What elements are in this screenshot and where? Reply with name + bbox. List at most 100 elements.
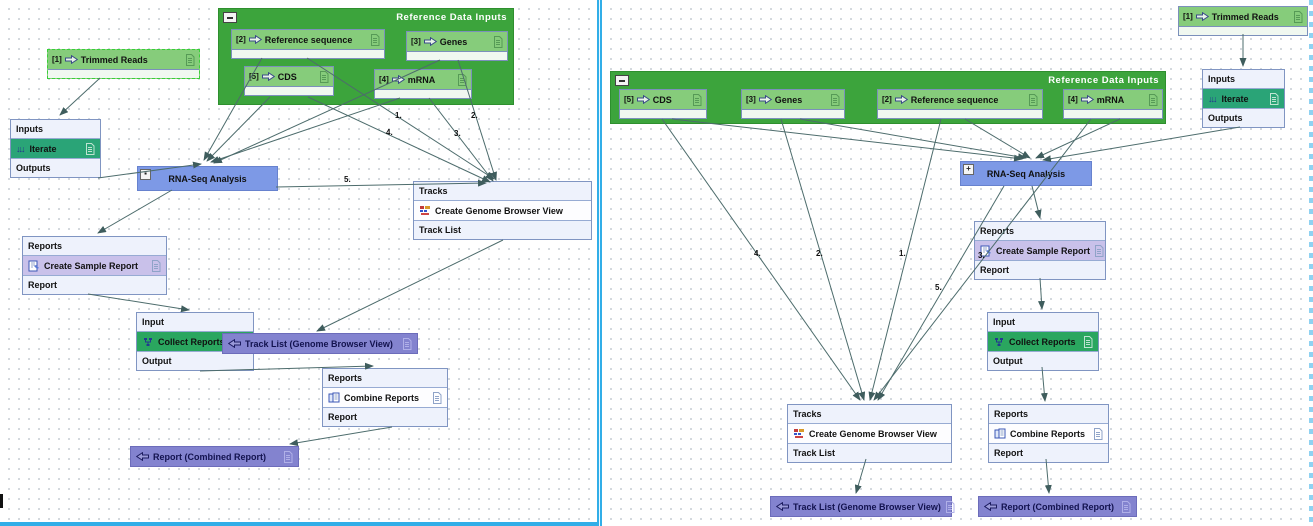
expand-icon[interactable]: + bbox=[963, 164, 974, 175]
step-create-sample-report[interactable]: Reports Create Sample Report Report bbox=[974, 221, 1106, 280]
document-icon bbox=[283, 450, 293, 463]
input-channel[interactable]: Tracks bbox=[414, 182, 591, 201]
edge-order-label: 2. bbox=[471, 111, 478, 120]
element-index: [1] bbox=[52, 55, 62, 64]
element-label: CDS bbox=[652, 94, 672, 105]
split-view-divider[interactable] bbox=[597, 0, 602, 526]
output-track-list-genome-browser-view[interactable]: Track List (Genome Browser View) bbox=[770, 496, 955, 517]
element-index: [5] bbox=[249, 72, 259, 81]
document-icon bbox=[432, 391, 442, 404]
step-label: Combine Reports bbox=[1010, 428, 1086, 439]
channel-label: Input bbox=[993, 317, 1015, 327]
output-channel[interactable]: Report bbox=[323, 407, 447, 426]
element-label: CDS bbox=[277, 71, 297, 82]
channel-label: Input bbox=[142, 317, 164, 327]
element-trimmed-reads[interactable]: [1] Trimmed Reads bbox=[47, 49, 200, 79]
channel-label: Reports bbox=[980, 226, 1015, 236]
channel-label: Output bbox=[993, 356, 1023, 366]
output-channel[interactable]: Report bbox=[975, 260, 1105, 279]
collect-reports-icon bbox=[142, 337, 154, 347]
iterate-icon: ↓↓↓ bbox=[1208, 93, 1217, 104]
edge-order-label: 1. bbox=[395, 111, 402, 120]
step-iterate[interactable]: Inputs ↓↓↓ Iterate Outputs bbox=[1202, 69, 1285, 128]
output-channel[interactable]: Track List bbox=[788, 443, 951, 462]
expand-icon[interactable]: ▪ bbox=[140, 169, 151, 180]
document-icon bbox=[830, 93, 840, 106]
channel-label: Report bbox=[980, 265, 1009, 275]
element-label: Reference sequence bbox=[910, 94, 999, 105]
step-label: Collect Reports bbox=[1009, 336, 1076, 347]
element-index: [2] bbox=[882, 95, 892, 104]
element-label: Trimmed Reads bbox=[1211, 11, 1279, 22]
input-channel[interactable]: Reports bbox=[989, 405, 1108, 424]
input-arrow-icon bbox=[1195, 12, 1209, 21]
group-reference-data-inputs[interactable]: Reference Data Inputs [2] Reference sequ… bbox=[218, 8, 514, 105]
output-arrow-icon bbox=[228, 339, 241, 348]
step-combine-reports[interactable]: Reports Combine Reports Report bbox=[322, 368, 448, 427]
input-channel[interactable]: Reports bbox=[975, 222, 1105, 241]
element-cds[interactable]: [5] CDS bbox=[244, 66, 334, 96]
output-track-list-genome-browser-view[interactable]: Track List (Genome Browser View) bbox=[222, 333, 418, 354]
channel-label: Outputs bbox=[1208, 113, 1243, 123]
step-combine-reports[interactable]: Reports Combine Reports Report bbox=[988, 404, 1109, 463]
output-arrow-icon bbox=[136, 452, 149, 461]
channel-label: Report bbox=[328, 412, 357, 422]
input-channel[interactable]: Reports bbox=[23, 237, 166, 256]
step-create-genome-browser-view[interactable]: Tracks Create Genome Browser View Track … bbox=[413, 181, 592, 240]
element-index: [3] bbox=[746, 95, 756, 104]
element-genes[interactable]: [3] Genes bbox=[741, 89, 845, 119]
output-channel[interactable]: Output bbox=[988, 351, 1098, 370]
element-reference-sequence[interactable]: [2] Reference sequence bbox=[877, 89, 1043, 119]
output-channel[interactable]: Report bbox=[989, 443, 1108, 462]
combine-reports-icon bbox=[328, 392, 340, 404]
input-channel[interactable]: Input bbox=[137, 313, 253, 332]
input-arrow-icon bbox=[391, 75, 405, 84]
output-channel[interactable]: Output bbox=[137, 351, 253, 370]
step-label: Create Genome Browser View bbox=[809, 428, 937, 439]
output-channel[interactable]: Outputs bbox=[11, 158, 100, 177]
collapse-icon[interactable] bbox=[615, 75, 629, 86]
step-label: Create Sample Report bbox=[44, 260, 139, 271]
element-progress-strip bbox=[1179, 26, 1307, 35]
input-channel[interactable]: Input bbox=[988, 313, 1098, 332]
output-report-combined-report[interactable]: Report (Combined Report) bbox=[978, 496, 1137, 517]
input-channel[interactable]: Inputs bbox=[11, 120, 100, 139]
channel-label: Report bbox=[994, 448, 1023, 458]
element-progress-strip bbox=[620, 109, 706, 118]
element-label: Reference sequence bbox=[264, 34, 353, 45]
input-channel[interactable]: Inputs bbox=[1203, 70, 1284, 89]
input-arrow-icon bbox=[64, 55, 78, 64]
step-create-genome-browser-view[interactable]: Tracks Create Genome Browser View Track … bbox=[787, 404, 952, 463]
output-channel[interactable]: Track List bbox=[414, 220, 591, 239]
collapse-icon[interactable] bbox=[223, 12, 237, 23]
input-channel[interactable]: Tracks bbox=[788, 405, 951, 424]
step-label: Create Genome Browser View bbox=[435, 205, 563, 216]
element-genes[interactable]: [3] Genes bbox=[406, 31, 508, 61]
create-genome-browser-view-icon bbox=[419, 205, 431, 216]
channel-label: Inputs bbox=[1208, 74, 1235, 84]
output-report-combined-report[interactable]: Report (Combined Report) bbox=[130, 446, 299, 467]
step-rna-seq-analysis[interactable]: ▪ RNA-Seq Analysis bbox=[137, 166, 278, 191]
step-iterate[interactable]: Inputs ↓↓↓ Iterate Outputs bbox=[10, 119, 101, 178]
output-channel[interactable]: Report bbox=[23, 275, 166, 294]
step-rna-seq-analysis[interactable]: + RNA-Seq Analysis bbox=[960, 161, 1092, 186]
element-progress-strip bbox=[375, 89, 471, 98]
element-reference-sequence[interactable]: [2] Reference sequence bbox=[231, 29, 385, 59]
step-label: Iterate bbox=[29, 143, 57, 154]
left-panel-edge-mark bbox=[0, 494, 3, 508]
document-icon bbox=[1028, 93, 1038, 106]
document-icon bbox=[1094, 244, 1104, 257]
element-trimmed-reads[interactable]: [1] Trimmed Reads bbox=[1178, 6, 1308, 36]
element-mrna[interactable]: [4] mRNA bbox=[1063, 89, 1163, 119]
element-label: mRNA bbox=[407, 74, 436, 85]
input-arrow-icon bbox=[758, 95, 772, 104]
input-channel[interactable]: Reports bbox=[323, 369, 447, 388]
step-create-sample-report[interactable]: Reports Create Sample Report Report bbox=[22, 236, 167, 295]
element-mrna[interactable]: [4] mRNA bbox=[374, 69, 472, 99]
document-icon bbox=[85, 142, 95, 155]
group-reference-data-inputs[interactable]: Reference Data Inputs [5] CDS [3] Genes … bbox=[610, 71, 1166, 124]
output-label: Track List (Genome Browser View) bbox=[793, 501, 941, 512]
step-collect-reports[interactable]: Input Collect Reports Output bbox=[987, 312, 1099, 371]
output-channel[interactable]: Outputs bbox=[1203, 108, 1284, 127]
element-cds[interactable]: [5] CDS bbox=[619, 89, 707, 119]
